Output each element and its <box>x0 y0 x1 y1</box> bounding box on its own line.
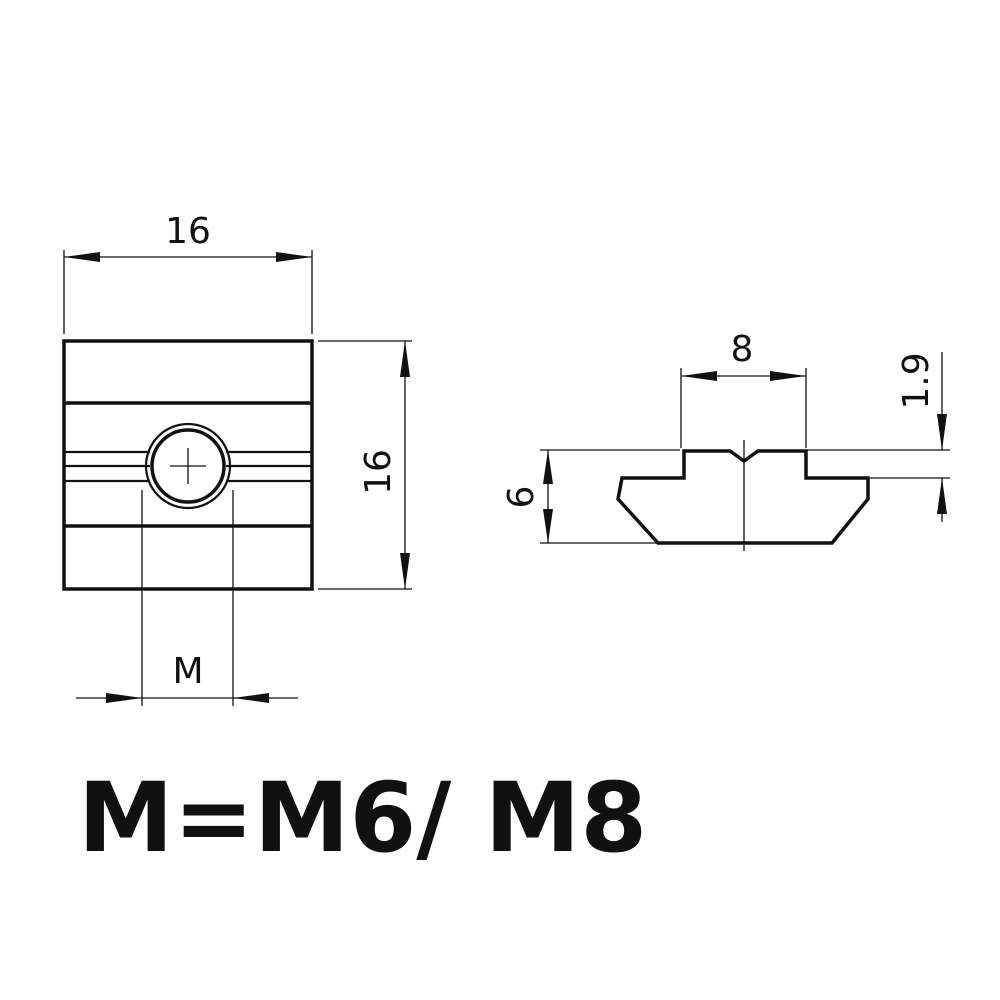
top-width-arrow-right <box>770 371 806 381</box>
step-dim-label: 1.9 <box>896 352 937 409</box>
thread-hole-inner <box>150 428 226 504</box>
side-view: 8 6 1.9 <box>501 329 950 551</box>
step-arrow-bottom <box>937 478 947 514</box>
thread-arrow-left <box>106 693 142 703</box>
side-height-dim-label: 6 <box>501 486 542 509</box>
width-arrow-left <box>64 252 100 262</box>
step-arrow-top <box>937 414 947 450</box>
thread-dim-label: M <box>172 651 203 692</box>
thread-size-caption: M=M6/ M8 <box>78 762 648 874</box>
height-arrow-bottom <box>400 553 410 589</box>
side-height-arrow-bottom <box>543 509 553 543</box>
height-dim-label: 16 <box>358 449 399 495</box>
thread-hole-outer <box>144 422 232 510</box>
height-arrow-top <box>400 341 410 377</box>
width-arrow-right <box>276 252 312 262</box>
width-dim-label: 16 <box>165 211 211 252</box>
side-height-arrow-top <box>543 450 553 484</box>
t-nut-profile <box>616 449 870 545</box>
top-width-arrow-left <box>681 371 717 381</box>
thread-arrow-right <box>233 693 269 703</box>
front-view: 16 16 M <box>62 211 412 706</box>
top-width-dim-label: 8 <box>731 329 754 370</box>
